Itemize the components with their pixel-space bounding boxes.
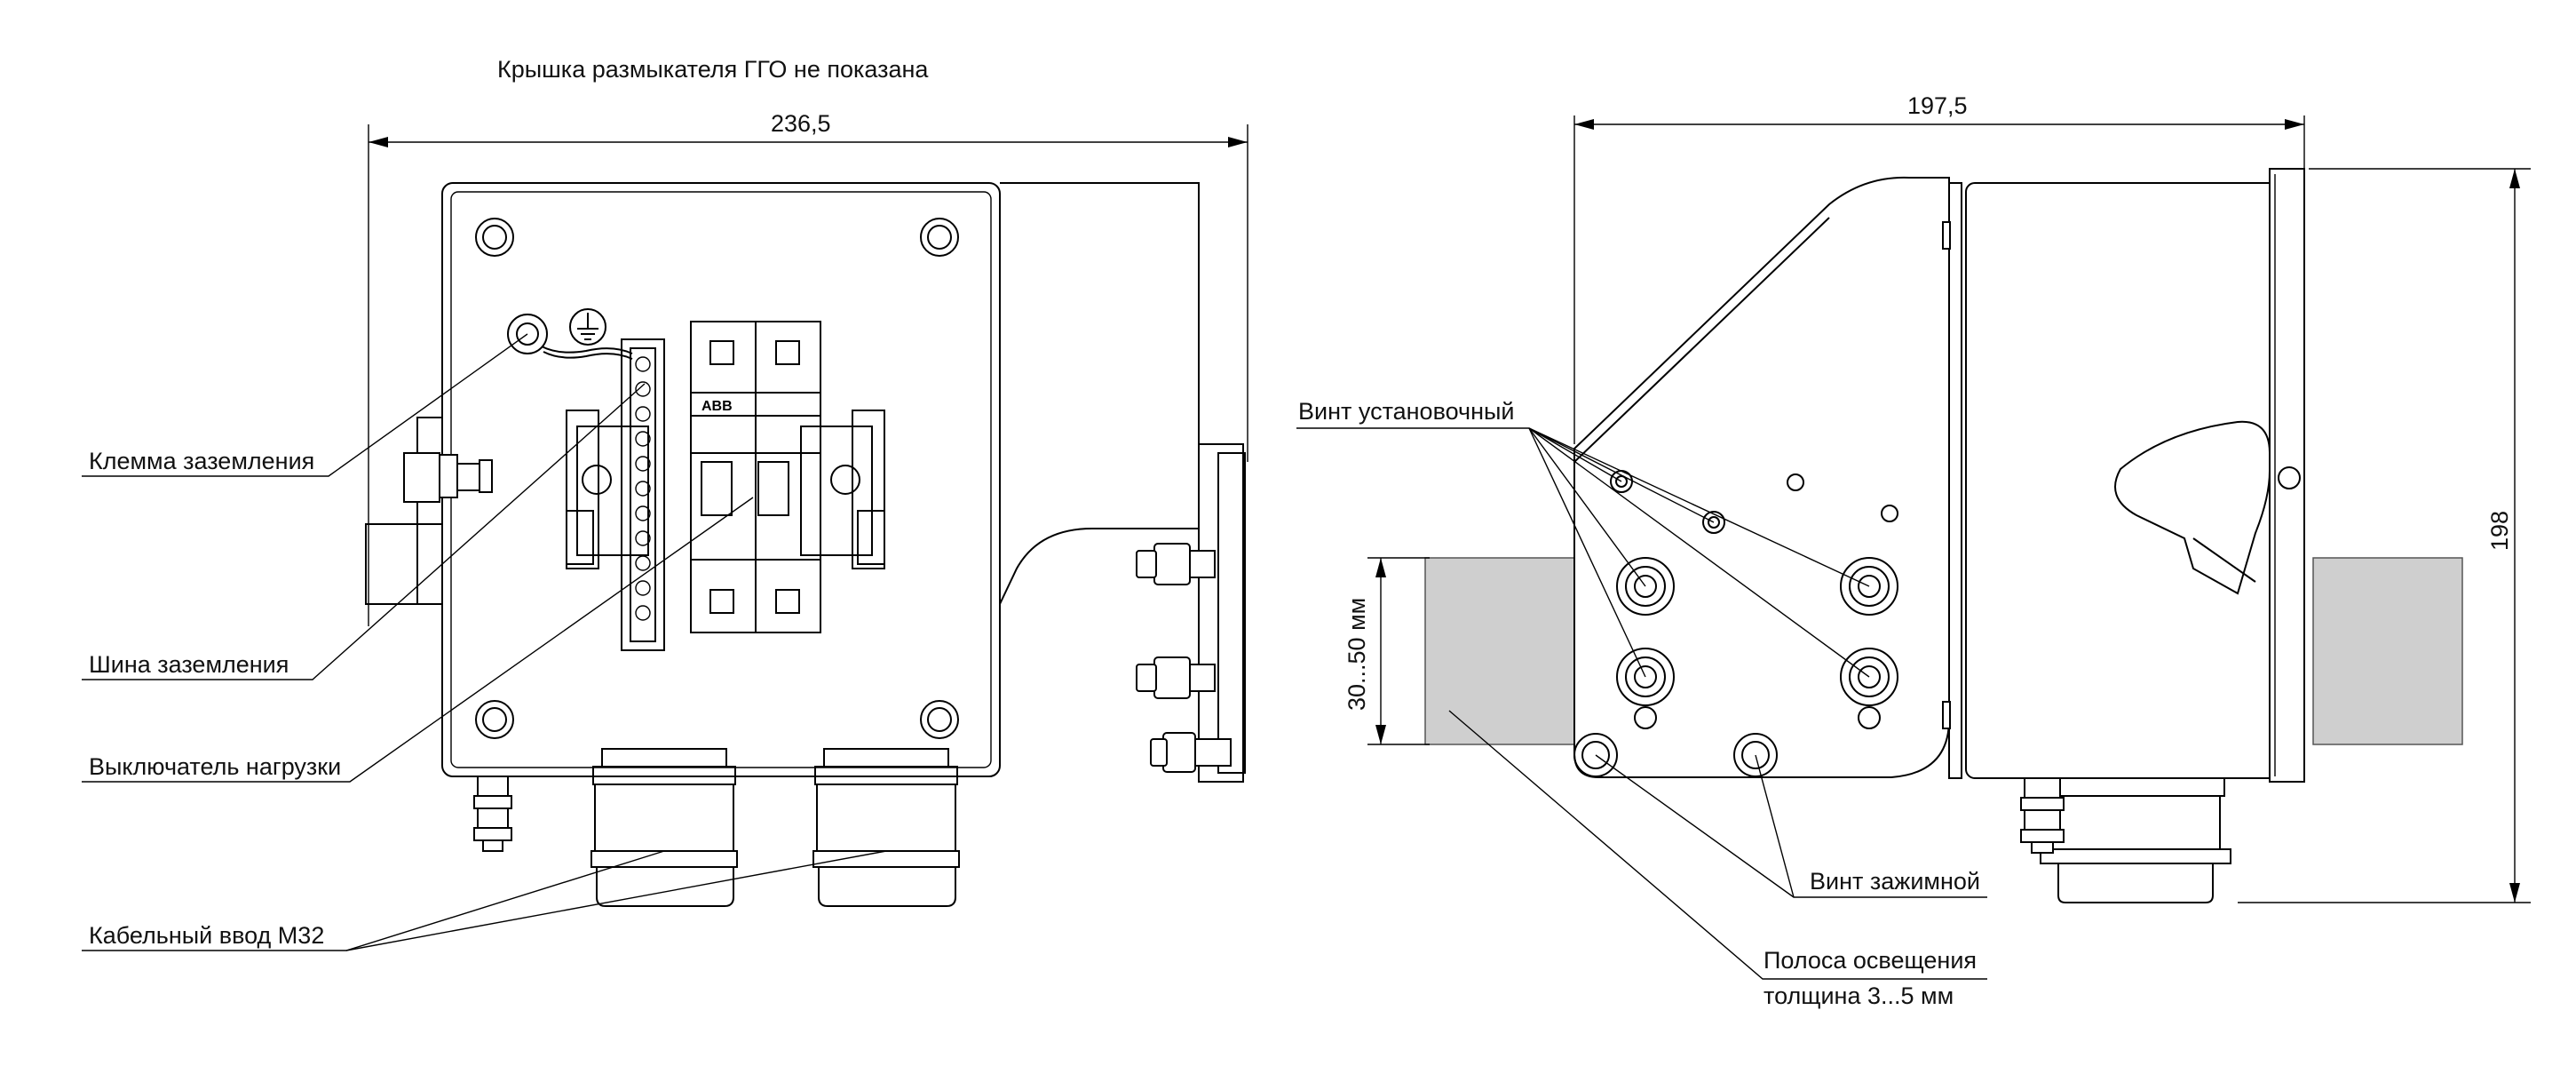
flange-bolt-3 xyxy=(1150,732,1232,773)
corner-screw-bottom-right xyxy=(920,700,959,739)
bus-screw xyxy=(635,431,651,447)
ground-terminal xyxy=(507,314,633,360)
breaker-brand: ABB xyxy=(701,399,733,414)
left-mounting-bracket xyxy=(365,417,493,605)
cover-note: Крышка размыкателя ГГО не показана xyxy=(497,56,929,83)
front-width-dimension: 236,5 xyxy=(368,110,1248,626)
ground-terminal-label: Клемма заземления xyxy=(89,448,314,474)
ground-symbol-icon xyxy=(569,308,606,346)
corner-screw-bottom-left xyxy=(475,700,514,739)
side-leader-lines xyxy=(1296,427,1987,980)
set-screw-3 xyxy=(1616,648,1675,706)
bus-screw xyxy=(635,505,651,521)
ground-bus-label: Шина заземления xyxy=(89,651,289,678)
height-dimension: 198 xyxy=(2238,168,2531,903)
side-width-dimension: 197,5 xyxy=(1573,92,2305,444)
side-separator xyxy=(1948,182,1962,779)
side-ground-bolt xyxy=(2020,777,2065,854)
cable-entry-label: Кабельный ввод М32 xyxy=(89,922,324,949)
enclosure-side-step xyxy=(999,182,1200,605)
light-strip xyxy=(1424,557,2463,745)
din-rail-bracket-right xyxy=(800,410,885,569)
right-flange xyxy=(1136,443,1246,783)
side-width-value: 197,5 xyxy=(1907,92,1968,119)
clamp-screw-1 xyxy=(1573,733,1618,777)
flange-bolt-1 xyxy=(1136,543,1216,585)
enclosure-inner xyxy=(450,191,992,768)
latch xyxy=(2114,420,2301,595)
bus-screw xyxy=(635,530,651,546)
light-strip-label-2: толщина 3...5 мм xyxy=(1764,982,1954,1009)
load-switch-label: Выключатель нагрузки xyxy=(89,753,341,780)
bus-screw xyxy=(635,356,651,372)
din-rail-bracket-left xyxy=(566,410,649,569)
flange-bolt-2 xyxy=(1136,656,1216,699)
front-view: Крышка размыкателя ГГО не показана 236,5 xyxy=(82,56,1248,951)
set-screw-1 xyxy=(1616,557,1675,616)
cable-entry-right xyxy=(812,748,960,907)
bus-screw xyxy=(635,605,651,621)
corner-screw-top-right xyxy=(920,218,959,257)
bus-screw xyxy=(635,555,651,571)
height-value: 198 xyxy=(2486,511,2513,551)
bus-screw xyxy=(635,456,651,472)
side-mounting-plate xyxy=(1573,176,1950,778)
plate-holes xyxy=(1610,470,1898,534)
bus-screw xyxy=(635,580,651,596)
front-width-value: 236,5 xyxy=(771,110,831,137)
enclosure-body xyxy=(441,182,1001,777)
bus-screw xyxy=(635,481,651,497)
side-view: 197,5 198 30...50 мм xyxy=(1296,92,2531,1009)
set-screw-label: Винт установочный xyxy=(1298,398,1515,425)
strip-height-dimension: 30...50 мм xyxy=(1343,557,1430,745)
side-cable-entry xyxy=(2040,777,2231,903)
clamp-screw-2 xyxy=(1733,733,1778,777)
ground-bus xyxy=(621,338,665,651)
load-switch: ABB xyxy=(690,321,821,633)
strip-height-value: 30...50 мм xyxy=(1343,598,1370,711)
clamp-screw-label: Винт зажимной xyxy=(1810,868,1980,895)
bottom-ground-bolt xyxy=(473,776,512,852)
front-leader-lines xyxy=(82,333,887,951)
corner-screw-top-left xyxy=(475,218,514,257)
bus-screw xyxy=(635,381,651,397)
bus-screw xyxy=(635,406,651,422)
light-strip-label-1: Полоса освещения xyxy=(1764,947,1977,974)
set-screw-2 xyxy=(1840,557,1898,616)
set-screw-4 xyxy=(1840,648,1898,706)
